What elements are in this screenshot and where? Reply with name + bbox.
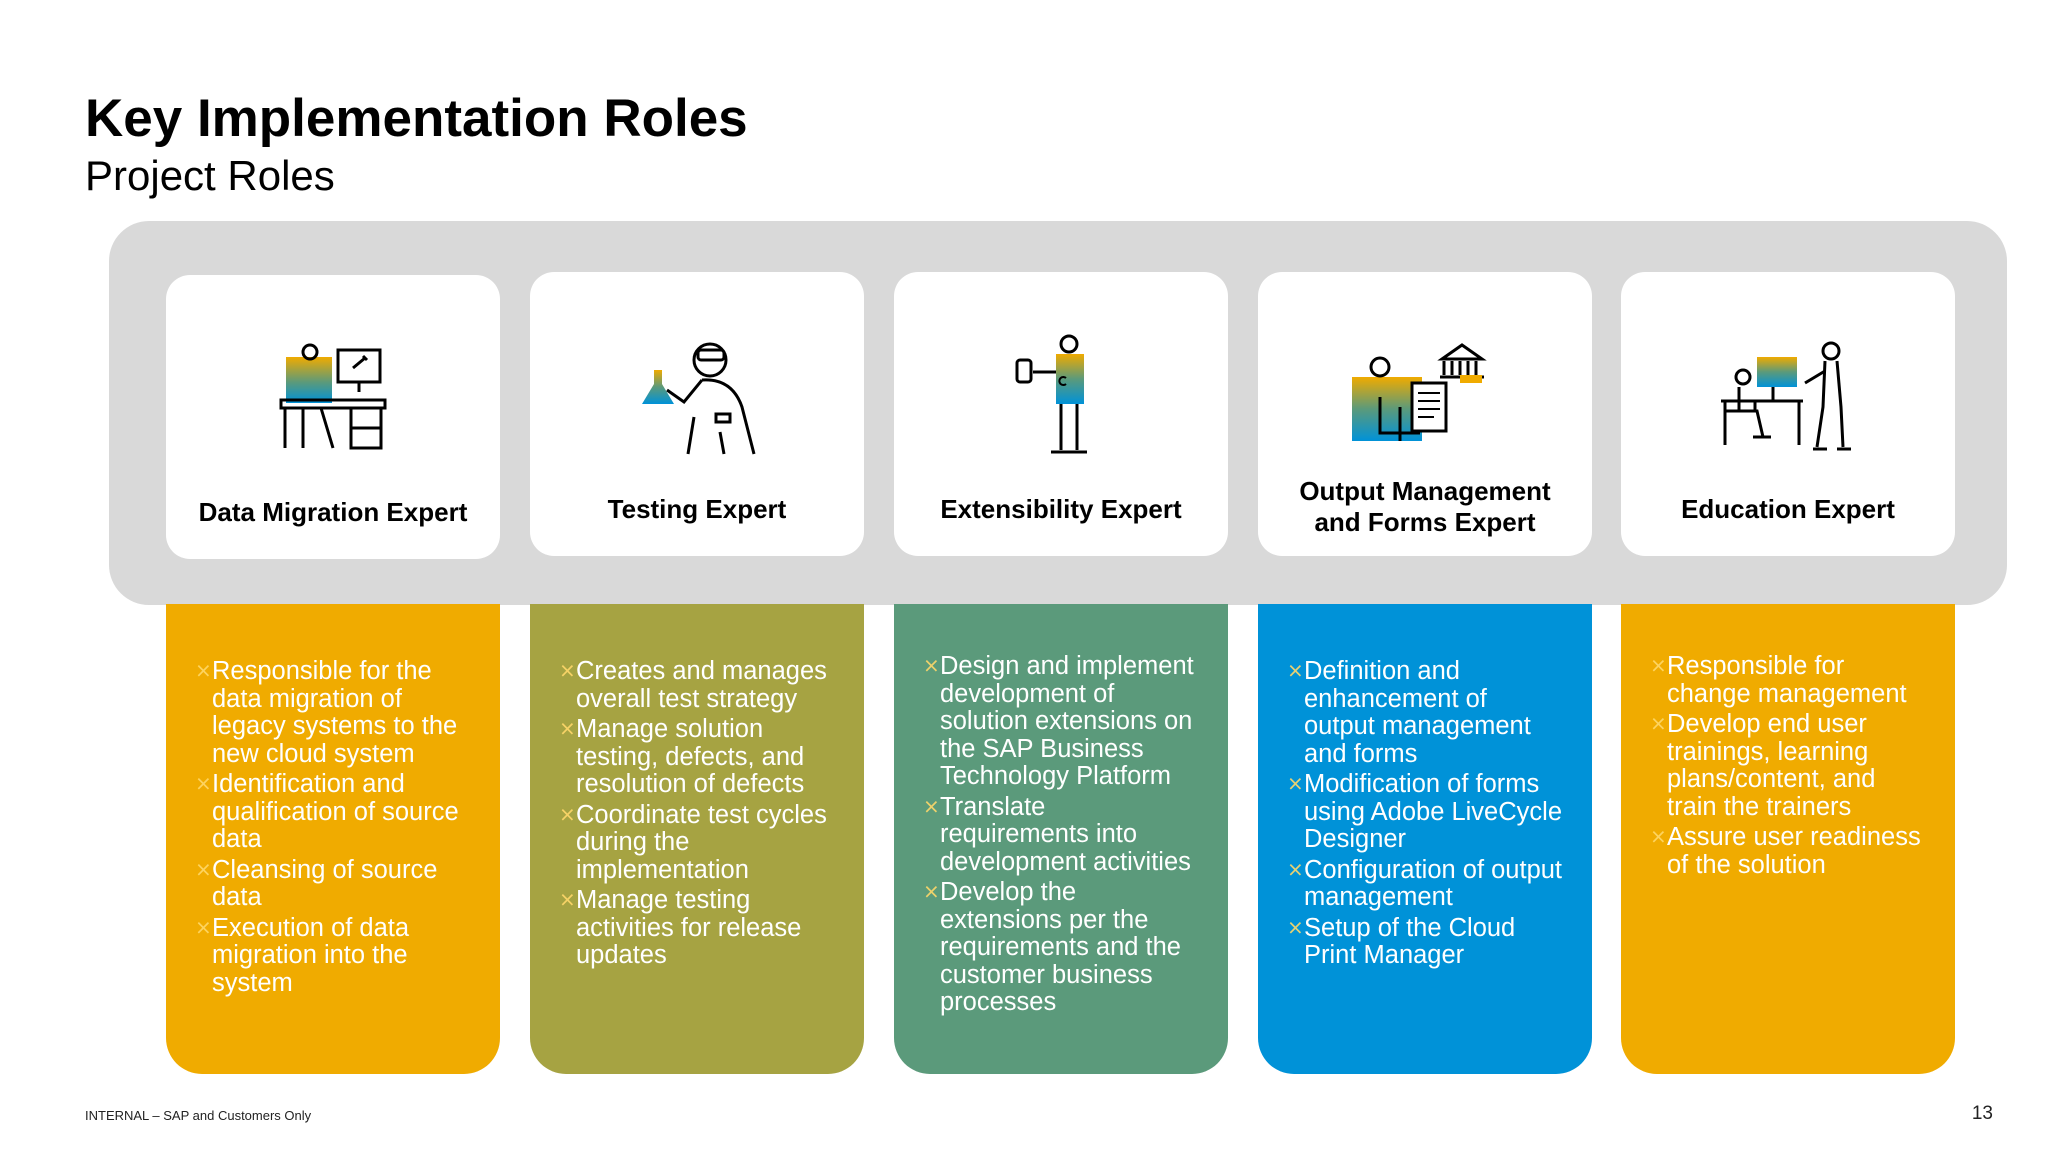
bullet-item: Creates and manages overall test strateg… — [559, 657, 834, 713]
role-description-panel: Responsible for change management Develo… — [1621, 604, 1955, 1074]
page-number: 13 — [1971, 1103, 1993, 1124]
bullet-item: Cleansing of source data — [195, 856, 470, 912]
role-description-panel: Definition and enhancement of output man… — [1258, 604, 1592, 1074]
role-title: Output Management and Forms Expert — [1299, 476, 1551, 537]
bullet-item: Identification and qualification of sour… — [195, 770, 470, 854]
bullet-item: Manage solution testing, defects, and re… — [559, 715, 834, 799]
bullet-item: Assure user readiness of the solution — [1650, 823, 1925, 879]
role-description-panel: Creates and manages overall test strateg… — [530, 604, 864, 1074]
bullet-item: Modification of forms using Adobe LiveCy… — [1287, 770, 1562, 854]
role-description-panel: Responsible for the data migration of le… — [166, 604, 500, 1074]
scientist-with-flask-icon — [530, 332, 864, 462]
role-description-panel: Design and implement development of solu… — [894, 604, 1228, 1074]
bullet-item: Configuration of output management — [1287, 856, 1562, 912]
role-card: Extensibility Expert — [894, 272, 1228, 556]
bullet-item: Setup of the Cloud Print Manager — [1287, 914, 1562, 970]
bullet-item: Coordinate test cycles during the implem… — [559, 801, 834, 885]
classification-footer: INTERNAL – SAP and Customers Only — [85, 1108, 312, 1123]
role-title: Extensibility Expert — [940, 493, 1182, 524]
bullet-item: Develop the extensions per the requireme… — [923, 878, 1198, 1017]
bullet-item: Execution of data migration into the sys… — [195, 914, 470, 998]
person-with-phone-icon — [894, 332, 1228, 462]
bullet-item: Design and implement development of solu… — [923, 652, 1198, 791]
bullet-item: Manage testing activities for release up… — [559, 886, 834, 970]
bullet-item: Responsible for the data migration of le… — [195, 657, 470, 768]
role-card: Education Expert — [1621, 272, 1955, 556]
page-title: Key Implementation Roles — [85, 89, 748, 148]
bullet-item: Translate requirements into development … — [923, 793, 1198, 877]
role-card: Testing Expert — [530, 272, 864, 556]
role-title: Education Expert — [1681, 493, 1895, 524]
role-card: Data Migration Expert — [166, 275, 500, 559]
role-card: Output Management and Forms Expert — [1258, 272, 1592, 556]
bullet-item: Definition and enhancement of output man… — [1287, 657, 1562, 768]
role-title: Data Migration Expert — [198, 496, 468, 527]
bullet-item: Develop end user trainings, learning pla… — [1650, 710, 1925, 821]
bullet-item: Responsible for change management — [1650, 652, 1925, 708]
person-at-computer-desk-icon — [166, 335, 500, 465]
trainer-with-student-icon — [1621, 332, 1955, 462]
person-with-legal-document-icon — [1258, 332, 1592, 462]
page-subtitle: Project Roles — [85, 152, 335, 199]
role-title: Testing Expert — [607, 493, 787, 524]
